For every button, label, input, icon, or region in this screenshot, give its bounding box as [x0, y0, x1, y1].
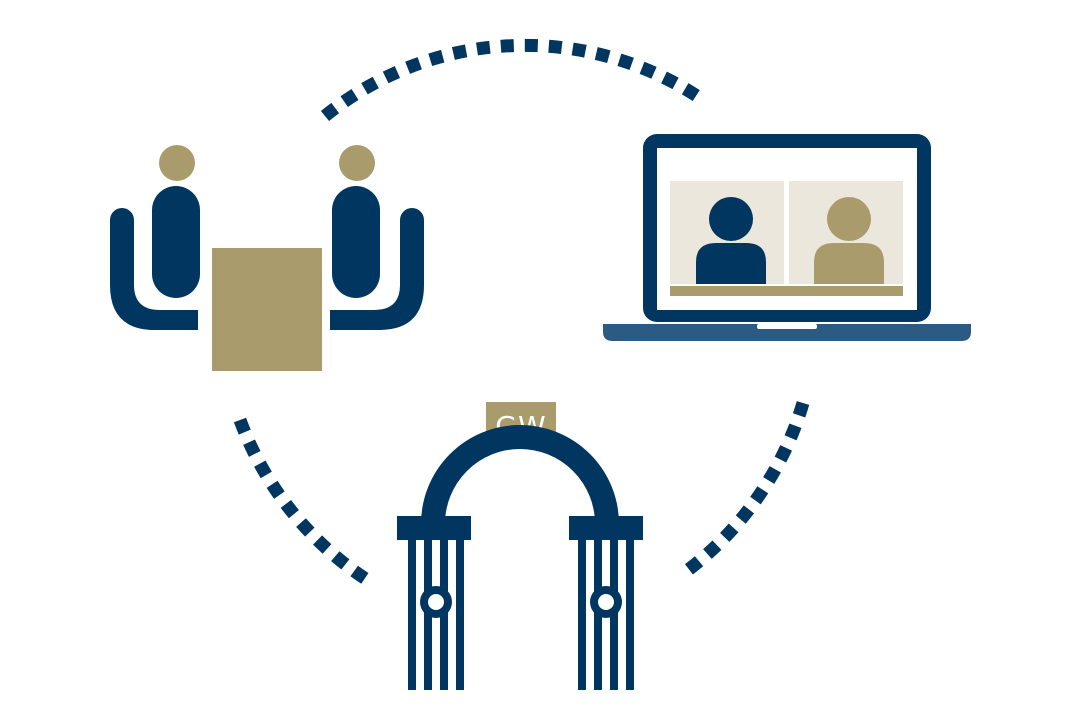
- left-person-body: [152, 186, 200, 298]
- left-chair: [110, 208, 198, 330]
- campus-gate-icon: GW: [397, 402, 643, 690]
- meeting-table: [212, 248, 322, 371]
- dotted-connection-arcs: [233, 38, 810, 589]
- left-pillar-cap: [397, 516, 471, 540]
- participant-right-body: [814, 243, 884, 284]
- right-person-body: [332, 186, 380, 298]
- participant-left-body: [696, 243, 766, 284]
- in-person-meeting-icon: [110, 145, 424, 371]
- right-pillar-bar-4: [626, 540, 634, 690]
- right-pillar-cap: [569, 516, 643, 540]
- top-dotted-arc: [320, 38, 704, 122]
- right-pillar-bar-1: [578, 540, 586, 690]
- left-person-head: [159, 145, 195, 181]
- right-pillar-medallion-center: [598, 594, 614, 610]
- bottom-left-dotted-arc: [233, 417, 376, 589]
- participant-left-head: [709, 197, 753, 241]
- laptop-base-notch: [757, 324, 817, 329]
- video-toolbar: [670, 286, 903, 296]
- left-pillar-bar-1: [408, 540, 416, 690]
- participant-right-head: [827, 197, 871, 241]
- right-person-head: [339, 145, 375, 181]
- left-pillar-medallion-center: [428, 594, 444, 610]
- gate-arch: [421, 425, 619, 525]
- video-call-laptop-icon: [603, 134, 971, 341]
- right-chair: [330, 208, 424, 330]
- left-pillar-bar-4: [456, 540, 464, 690]
- laptop-base: [603, 324, 971, 341]
- bottom-right-dotted-arc: [684, 401, 810, 576]
